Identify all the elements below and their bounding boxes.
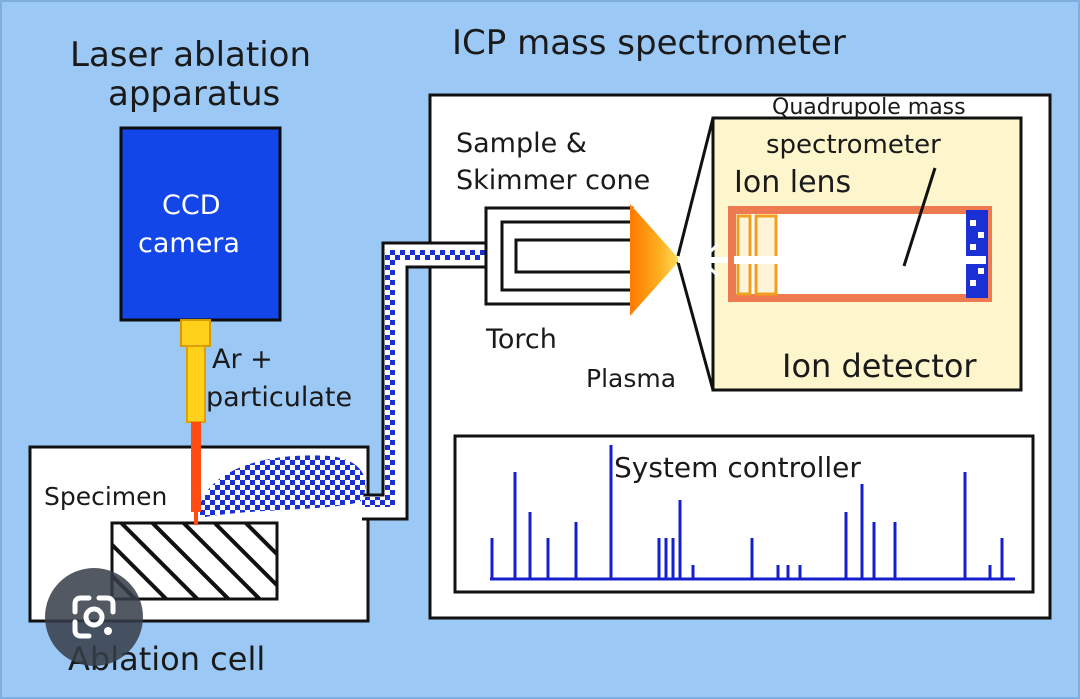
- laser-head: [180, 319, 211, 347]
- ccd-camera-box: [119, 126, 282, 322]
- torch-label: Torch: [486, 324, 557, 355]
- ion-lens-label: Ion lens: [734, 165, 852, 200]
- torch-inner: [500, 220, 632, 292]
- ion-lens-2: [754, 214, 778, 296]
- torch-channel: [514, 238, 632, 274]
- spectrum-lines: [490, 445, 1015, 581]
- sample-cone-label-line2: Skimmer cone: [456, 165, 651, 196]
- quadrupole-label-line2: spectrometer: [766, 130, 941, 160]
- sample-cone-label-line1: Sample &: [456, 128, 587, 159]
- ar-label-line2: particulate: [206, 382, 353, 413]
- particulate-plume: [200, 455, 366, 518]
- laser-title-line1: Laser ablation: [70, 35, 312, 75]
- ccd-label-line2: camera: [138, 228, 240, 259]
- ion-detector-label: Ion detector: [782, 347, 977, 385]
- google-lens-button[interactable]: [45, 568, 143, 666]
- skimmer-cone: [630, 204, 680, 316]
- system-controller-box: [453, 434, 1035, 594]
- ion-detector-block: [966, 210, 988, 298]
- ccd-label-line1: CCD: [162, 190, 221, 221]
- laser-beam-red: [191, 422, 201, 512]
- google-lens-icon: [72, 595, 116, 639]
- laser-title-line2: apparatus: [108, 74, 281, 114]
- system-controller-label: System controller: [614, 451, 861, 484]
- quadrupole-label-line1: Quadrupole mass: [772, 95, 966, 120]
- ar-label-line1: Ar +: [212, 344, 273, 375]
- laser-beam: [186, 345, 206, 423]
- icp-title: ICP mass spectrometer: [452, 23, 846, 63]
- specimen-label: Specimen: [44, 482, 168, 511]
- ion-lens-1: [736, 214, 752, 296]
- torch-outer: [484, 206, 634, 306]
- plasma-label: Plasma: [586, 364, 677, 393]
